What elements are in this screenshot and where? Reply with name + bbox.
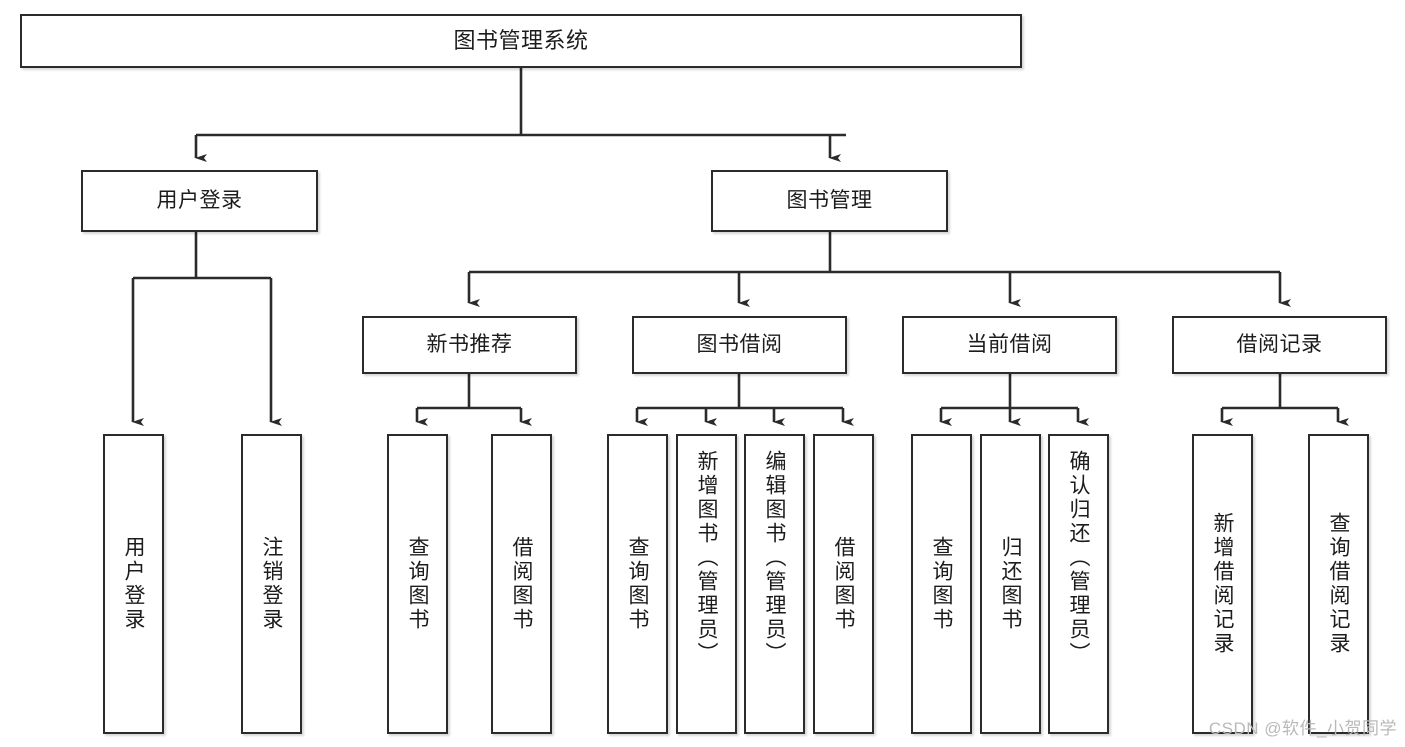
node-root-label: 图书管理系统 xyxy=(453,27,589,53)
node-leaf-borrow-book-2[interactable]: 借阅图书 xyxy=(813,434,874,734)
node-leaf-confirm-return-admin[interactable]: 确认归还（管理员） xyxy=(1048,434,1109,734)
node-leaf-search-book-1[interactable]: 查询图书 xyxy=(387,434,448,734)
node-borrow-record-label: 借阅记录 xyxy=(1236,333,1323,357)
node-leaf-borrow-book-1-label: 借阅图书 xyxy=(510,536,533,632)
node-leaf-user-login-label: 用户登录 xyxy=(122,536,145,632)
node-new-book-recommend[interactable]: 新书推荐 xyxy=(362,316,577,374)
node-leaf-borrow-book-1[interactable]: 借阅图书 xyxy=(491,434,552,734)
node-leaf-add-borrow-record-label: 新增借阅记录 xyxy=(1211,512,1234,656)
node-leaf-user-login[interactable]: 用户登录 xyxy=(103,434,164,734)
node-leaf-search-book-3-label: 查询图书 xyxy=(930,536,953,632)
node-leaf-borrow-book-2-label: 借阅图书 xyxy=(832,536,855,632)
node-leaf-confirm-return-admin-label: 确认归还（管理员） xyxy=(1067,450,1090,666)
node-leaf-edit-book-admin-label: 编辑图书（管理员） xyxy=(763,450,786,666)
node-leaf-return-book-label: 归还图书 xyxy=(999,536,1022,632)
node-leaf-logout[interactable]: 注销登录 xyxy=(241,434,302,734)
node-book-management-label: 图书管理 xyxy=(786,189,873,213)
node-leaf-search-book-3[interactable]: 查询图书 xyxy=(911,434,972,734)
node-leaf-add-book-admin-label: 新增图书（管理员） xyxy=(695,450,718,666)
node-current-borrow[interactable]: 当前借阅 xyxy=(902,316,1117,374)
node-leaf-add-book-admin[interactable]: 新增图书（管理员） xyxy=(676,434,737,734)
node-leaf-edit-book-admin[interactable]: 编辑图书（管理员） xyxy=(744,434,805,734)
node-book-borrow-label: 图书借阅 xyxy=(696,333,783,357)
node-borrow-record[interactable]: 借阅记录 xyxy=(1172,316,1387,374)
node-book-borrow[interactable]: 图书借阅 xyxy=(632,316,847,374)
node-root[interactable]: 图书管理系统 xyxy=(20,14,1022,68)
node-leaf-search-book-1-label: 查询图书 xyxy=(406,536,429,632)
node-leaf-return-book[interactable]: 归还图书 xyxy=(980,434,1041,734)
node-leaf-search-borrow-record[interactable]: 查询借阅记录 xyxy=(1308,434,1369,734)
node-user-login[interactable]: 用户登录 xyxy=(81,170,318,232)
node-leaf-search-book-2[interactable]: 查询图书 xyxy=(607,434,668,734)
node-leaf-logout-label: 注销登录 xyxy=(260,536,283,632)
node-leaf-add-borrow-record[interactable]: 新增借阅记录 xyxy=(1192,434,1253,734)
node-book-management[interactable]: 图书管理 xyxy=(711,170,948,232)
node-current-borrow-label: 当前借阅 xyxy=(966,333,1053,357)
node-user-login-label: 用户登录 xyxy=(156,189,243,213)
node-leaf-search-borrow-record-label: 查询借阅记录 xyxy=(1327,512,1350,656)
csdn-watermark: CSDN @软件_小贺同学 xyxy=(1208,719,1397,738)
node-new-book-recommend-label: 新书推荐 xyxy=(426,333,513,357)
node-leaf-search-book-2-label: 查询图书 xyxy=(626,536,649,632)
